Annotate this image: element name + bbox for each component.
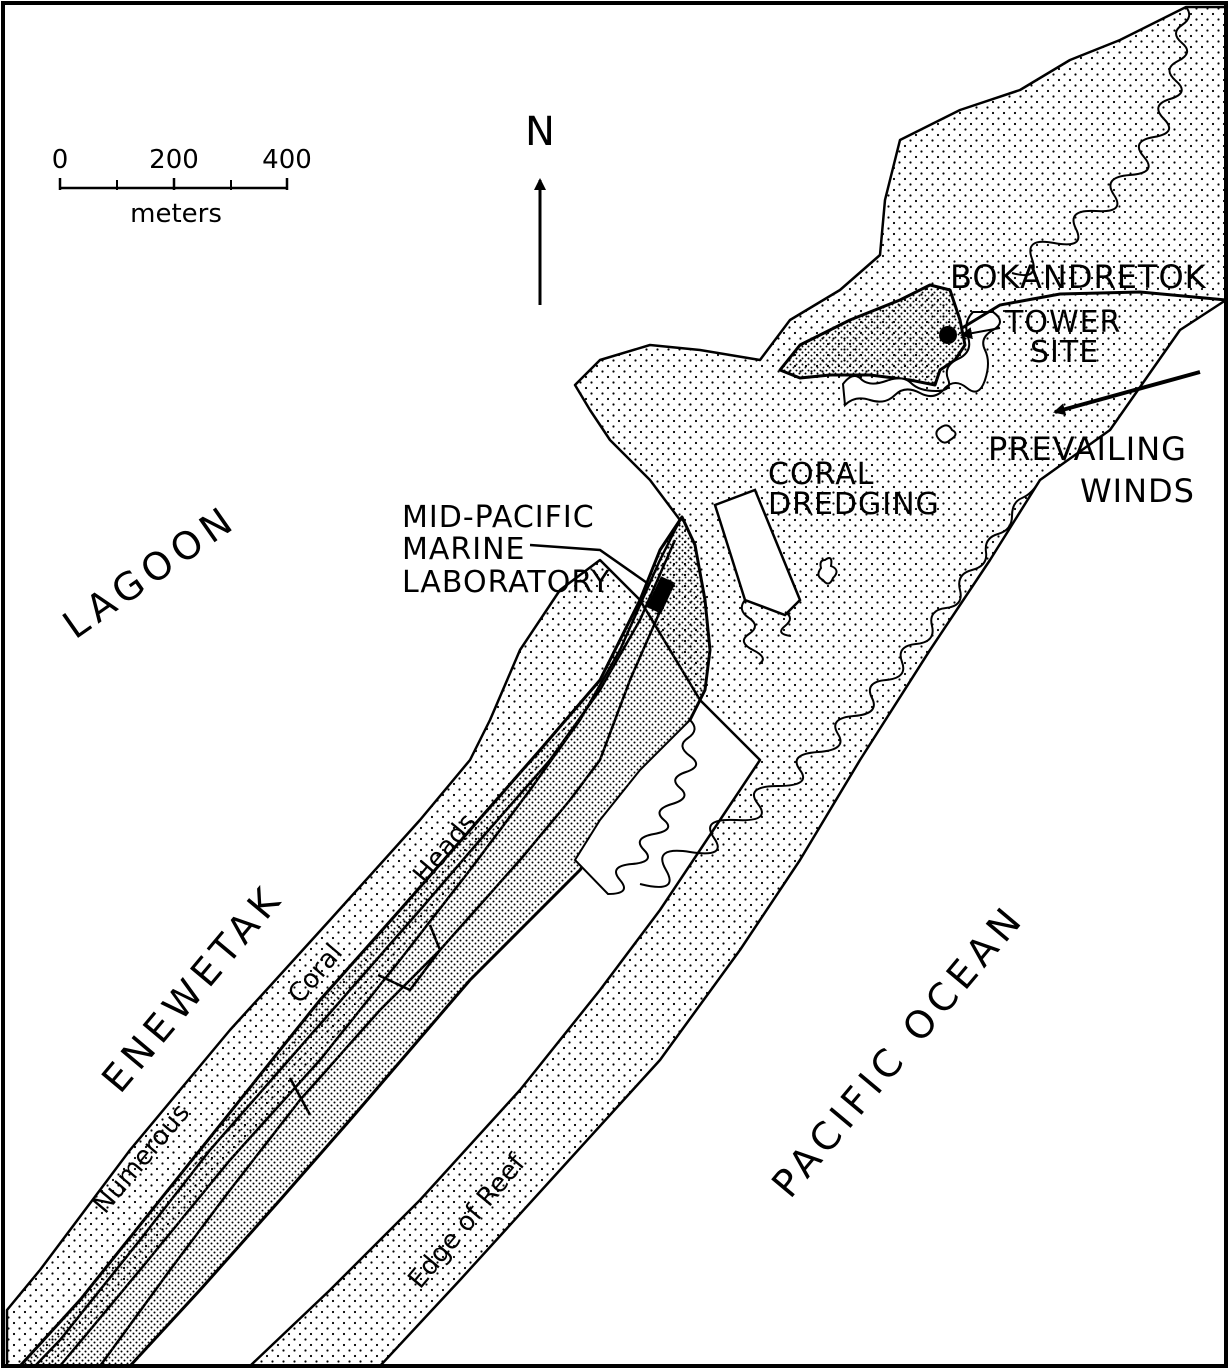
- label-tower: TOWER: [1004, 305, 1121, 340]
- tower-pointer-line: [961, 290, 1227, 330]
- north-arrow: N: [525, 109, 555, 305]
- island-inner-line-west: [34, 539, 677, 1367]
- label-lagoon: LAGOON: [55, 496, 245, 647]
- label-pacific-ocean: PACIFIC OCEAN: [763, 896, 1033, 1206]
- bokandretok-islet: [778, 283, 967, 387]
- prevailing-winds-arrow: [1053, 370, 1201, 416]
- label-lab-3: LABORATORY: [402, 565, 611, 600]
- tower-leader: [960, 327, 1001, 340]
- main-island: [18, 515, 712, 1368]
- marine-lab-marker: [646, 576, 676, 614]
- island-cross-line-2: [288, 1077, 312, 1116]
- label-coral-dredging-1: CORAL: [768, 457, 874, 492]
- label-lab-1: MID-PACIFIC: [402, 500, 595, 535]
- scale-tick-0: 0: [52, 145, 69, 175]
- dredging-spoil-wavy: [740, 599, 792, 665]
- reef-outer-edge-wavy: [639, 479, 1041, 888]
- label-site: SITE: [1030, 335, 1099, 370]
- label-coral-dredging-2: DREDGING: [768, 487, 940, 522]
- label-bokandretok: BOKANDRETOK: [950, 258, 1207, 296]
- label-prevailing: PREVAILING: [988, 430, 1187, 468]
- marine-lab-leader: [529, 543, 651, 587]
- island-east-fringe: [573, 718, 697, 896]
- scale-unit: meters: [130, 199, 222, 229]
- scale-tick-400: 400: [262, 145, 312, 175]
- small-coral-blob-1: [817, 557, 838, 585]
- label-winds: WINDS: [1080, 472, 1195, 510]
- island-cross-line-1: [377, 924, 442, 992]
- coral-dredging-area: [713, 488, 802, 617]
- small-coral-blob-2: [935, 424, 957, 444]
- scale-tick-200: 200: [149, 145, 199, 175]
- bokandretok-fringe: [841, 311, 1001, 408]
- scale-bar: 0 200 400 meters: [52, 145, 312, 229]
- reef-edge-wavy: [1011, 6, 1191, 277]
- north-label: N: [525, 109, 555, 155]
- tower-site-marker: [939, 326, 957, 344]
- label-lab-2: MARINE: [402, 532, 526, 567]
